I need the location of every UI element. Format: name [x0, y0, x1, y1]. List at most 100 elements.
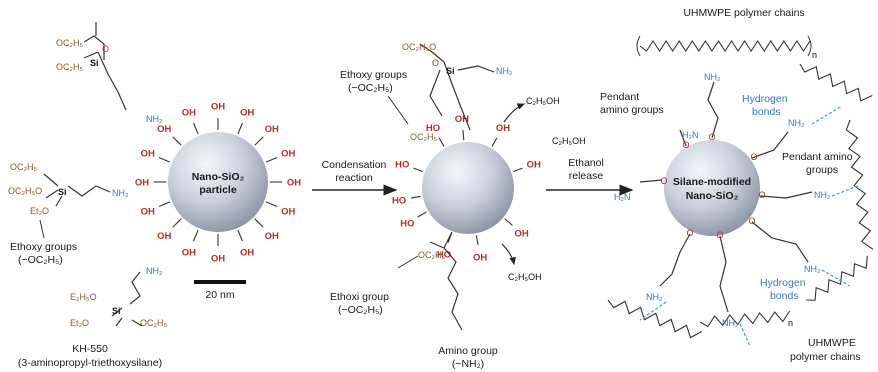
hydroxyl-label: OH: [527, 160, 541, 171]
oh-bond: [265, 157, 278, 163]
silane-top: OC₂H₅ OC₂H₅ O Si NH₂: [56, 22, 163, 124]
hydroxyl-label: OH: [265, 231, 279, 242]
condensation-arrow: Condensation reaction: [312, 159, 398, 196]
middle-oc-top: OC₂H₅O: [402, 42, 436, 52]
left-ethoxy-label: Ethoxy groups: [10, 241, 77, 253]
oh-bond: [410, 195, 421, 199]
polymer-chain-right: [845, 119, 874, 250]
modified-label-line2: Nano-SiO₂: [686, 190, 739, 202]
pendant1-label-line2: amino groups: [600, 104, 664, 116]
bracket-right: [807, 35, 812, 57]
oh-bond: [438, 137, 445, 147]
oh-bond: [158, 157, 171, 163]
silane-top-oc2: OC₂H₅: [56, 62, 83, 72]
hydroxyl-label: OH: [157, 231, 171, 242]
chain-n-top: n: [812, 50, 817, 60]
oh-bond: [491, 137, 498, 147]
oh-bond: [237, 122, 243, 135]
oh-bond: [254, 136, 264, 146]
hbond-top-line2: bonds: [752, 106, 781, 118]
particle-sphere: [168, 132, 268, 232]
hydroxyl-label: OH: [281, 148, 295, 159]
condensation-label-line1: Condensation: [322, 159, 387, 171]
right-h2n-1: H₂N: [682, 130, 699, 140]
pendant1-label-line1: Pendant: [600, 91, 639, 103]
oxygen-atom: O: [708, 132, 715, 142]
silane-mid-nh2: NH₂: [112, 188, 129, 198]
silane-mid-oc1: OC₂H₅: [10, 162, 37, 172]
right-h2n-2: H₂N: [614, 192, 631, 202]
hydroxyl-label-left: HO: [400, 219, 414, 230]
release-label-line2: release: [569, 170, 604, 182]
right-nh2-6: NH₂: [788, 118, 805, 128]
kh550-name: KH-550: [72, 343, 108, 355]
oxygen-atom: O: [716, 230, 723, 240]
right-bottom-label-line2: polymer chains: [790, 351, 861, 363]
ethanol-bottom: C₂H₅OH: [508, 272, 542, 282]
hydroxyl-label: OH: [514, 228, 528, 239]
oh-bond: [504, 218, 513, 226]
hydroxyl-label: OH: [265, 124, 279, 135]
silane-bot: NH₂ E₂H₅O Et₂O Si OC₂H₅: [70, 266, 167, 328]
silane-top-nh2: NH₂: [146, 114, 163, 124]
oh-bond: [172, 218, 182, 228]
middle-ethoxi-formula: (−OC₂H₅): [338, 304, 383, 316]
ethanol-top-2: C₂H₅OH: [552, 136, 586, 146]
silane-bot-e1: E₂H₅O: [70, 292, 97, 302]
hydroxyl-label: OH: [473, 252, 487, 263]
chain-n-bottom: n: [788, 318, 793, 328]
hydroxyl-label: OH: [211, 254, 225, 265]
ethanol-release-arrow: Ethanol release: [546, 157, 634, 196]
middle-nh2: NH₂: [496, 66, 513, 76]
hydroxyl-label: OH: [182, 107, 196, 118]
silane-top-oc1: OC₂H₅: [56, 38, 83, 48]
left-panel: OC₂H₅ OC₂H₅ O Si NH₂ OC₂H₅ OC₂H₅O Et₂O S…: [8, 22, 167, 369]
polymer-chain-right-top: [799, 63, 873, 102]
oh-bond: [172, 136, 182, 146]
right-nh2-1: NH₂: [704, 72, 721, 82]
particle-label-line1: Nano-SiO₂: [192, 171, 245, 183]
hbond-top-line1: Hydrogen: [742, 93, 788, 105]
hydroxyl-label-left: HO: [392, 196, 406, 207]
modified-label-line1: Silane-modified: [673, 176, 751, 188]
silane-bot-nh2: NH₂: [146, 266, 163, 276]
middle-si: Si: [446, 66, 455, 76]
oh-bond: [413, 167, 424, 173]
modified-sphere: [664, 140, 760, 236]
polymer-chain-top: [639, 39, 811, 53]
oxygen-atom: O: [748, 216, 755, 226]
ethanol-top-1: C₂H₅OH: [526, 96, 560, 106]
silane-bot-si: Si: [112, 306, 121, 316]
right-panel: UHMWPE polymer chains n n Silane-modifie…: [600, 7, 874, 363]
oxygen-atom: O: [682, 140, 689, 150]
oh-bond: [475, 235, 479, 246]
release-label-line1: Ethanol: [568, 157, 604, 169]
polymer-chain-right-bottom: [805, 255, 868, 301]
oh-bond: [512, 167, 523, 173]
hydroxyl-label: OH: [496, 123, 510, 134]
hydroxyl-label: OH: [281, 207, 295, 218]
polymer-chain-bottom: [699, 310, 791, 328]
hydroxyl-label: OH: [211, 102, 225, 113]
uhmwpe-chains: [607, 35, 874, 339]
right-bottom-label-line1: UHMWPE: [808, 337, 856, 349]
silane-mid-et: Et₂O: [30, 206, 49, 216]
particle-label-line2: particle: [199, 184, 237, 196]
middle-ethoxi-label: Ethoxi group: [330, 291, 389, 303]
pendant2-label-line1: Pendant amino: [782, 151, 853, 163]
hydrogen-bond-lines: [639, 105, 859, 347]
middle-oc-mid: OC₂H₅: [410, 132, 437, 142]
oh-bond: [417, 211, 427, 218]
silane-mid: OC₂H₅ OC₂H₅O Et₂O Si NH₂ Ethoxy groups (…: [8, 162, 129, 266]
silane-top-o: O: [102, 44, 109, 54]
hydroxyl-label: OH: [240, 248, 254, 259]
hydroxyl-label: OH: [182, 248, 196, 259]
middle-ethoxy-formula: (−OC₂H₅): [348, 82, 393, 94]
middle-ethoxy-label: Ethoxy groups: [340, 69, 407, 81]
right-nh2-4: NH₂: [722, 318, 739, 328]
hbond-bottom-line1: Hydrogen: [760, 277, 806, 289]
hydroxyl-label-left: HO: [395, 160, 409, 171]
